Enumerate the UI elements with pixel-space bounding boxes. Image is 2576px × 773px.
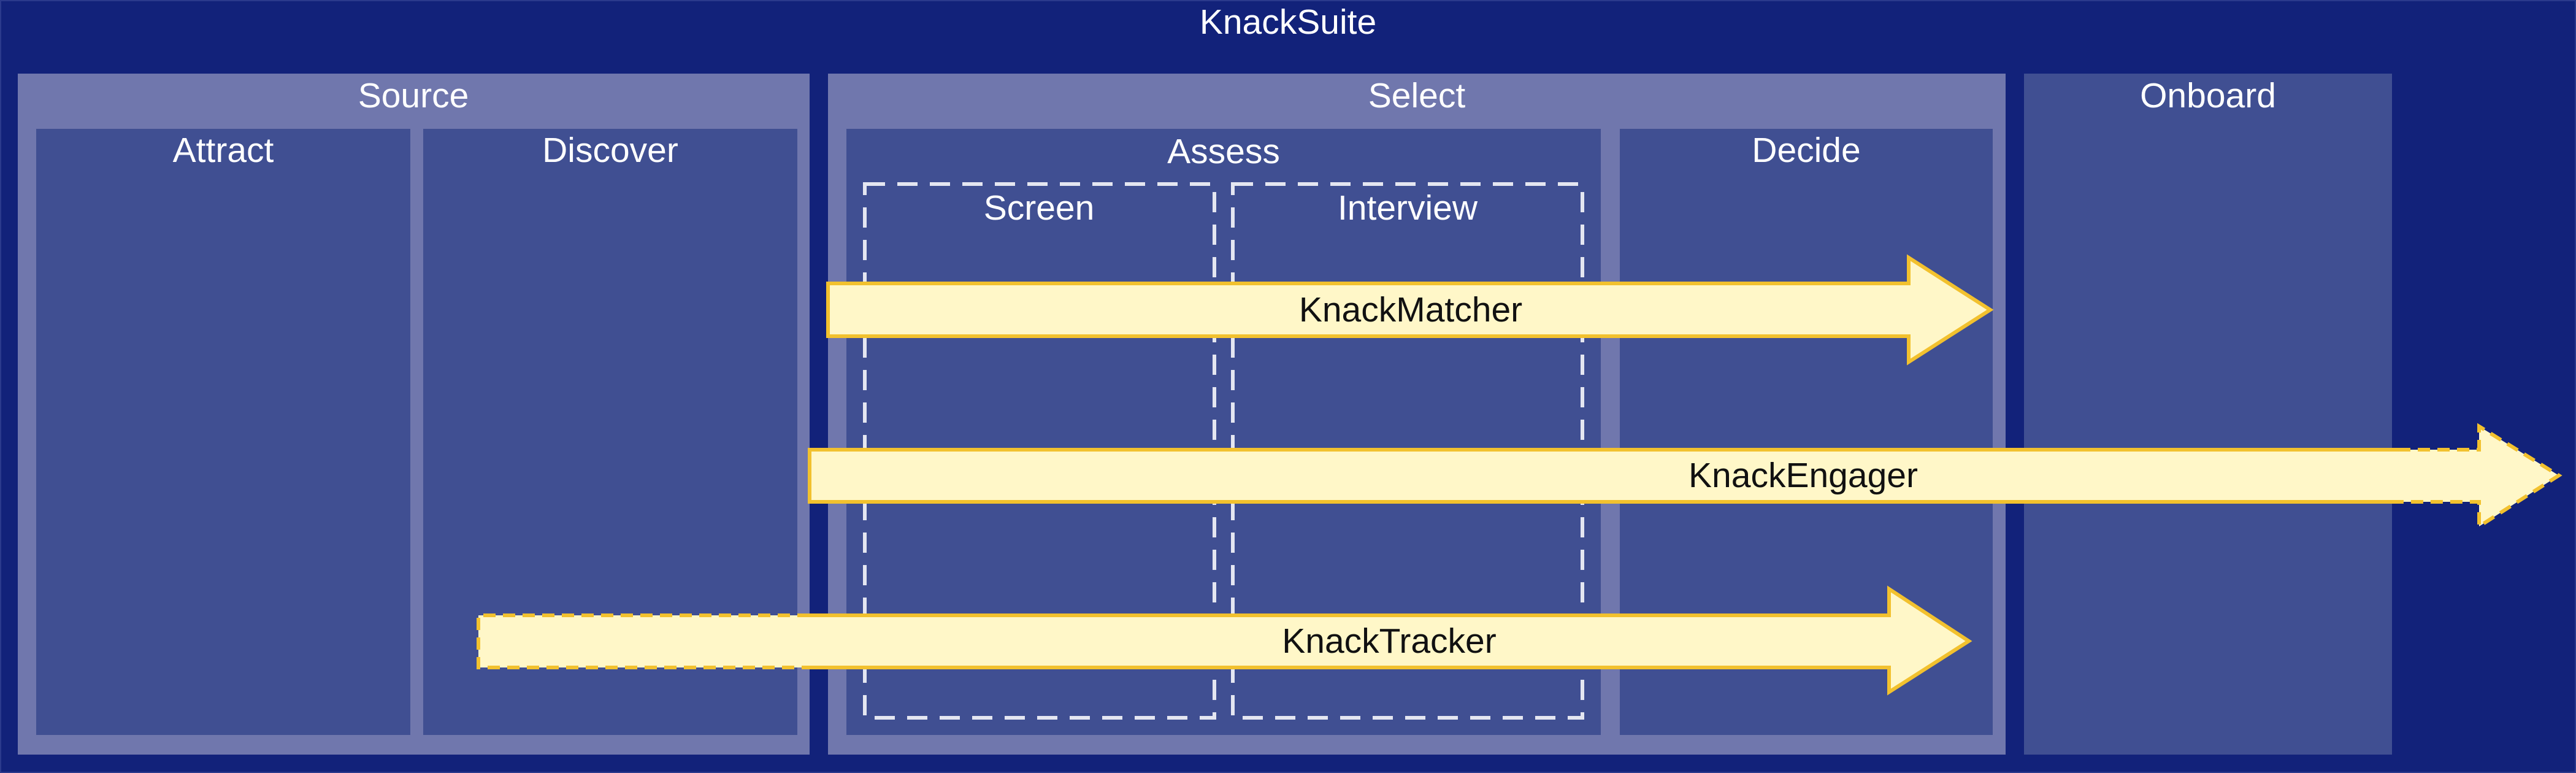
stage-onboard-label: Onboard <box>2140 76 2276 115</box>
substage-decide-label: Decide <box>1752 131 1860 170</box>
knackmatcher-arrow <box>826 254 1994 366</box>
substage-assess-label: Assess <box>1167 132 1280 171</box>
knacktracker-arrow-tail <box>477 613 811 669</box>
step-screen-label: Screen <box>984 188 1095 228</box>
substage-discover-label: Discover <box>542 131 678 170</box>
knackengager-arrow <box>808 448 2400 504</box>
knacktracker-label: KnackTracker <box>1282 621 1497 661</box>
stage-onboard <box>2024 74 2392 755</box>
stage-source-label: Source <box>358 76 469 115</box>
knacktracker-arrow-head <box>808 585 1972 696</box>
step-interview-label: Interview <box>1338 188 1478 228</box>
knackmatcher-label: KnackMatcher <box>1299 290 1522 329</box>
substage-attract-label: Attract <box>173 131 274 170</box>
knackengager-label: KnackEngager <box>1689 456 1918 495</box>
suite-title: KnackSuite <box>1200 2 1376 42</box>
knackengager-arrow-tail <box>2396 423 2563 530</box>
substage-attract <box>36 129 410 735</box>
stage-select-label: Select <box>1368 76 1466 115</box>
